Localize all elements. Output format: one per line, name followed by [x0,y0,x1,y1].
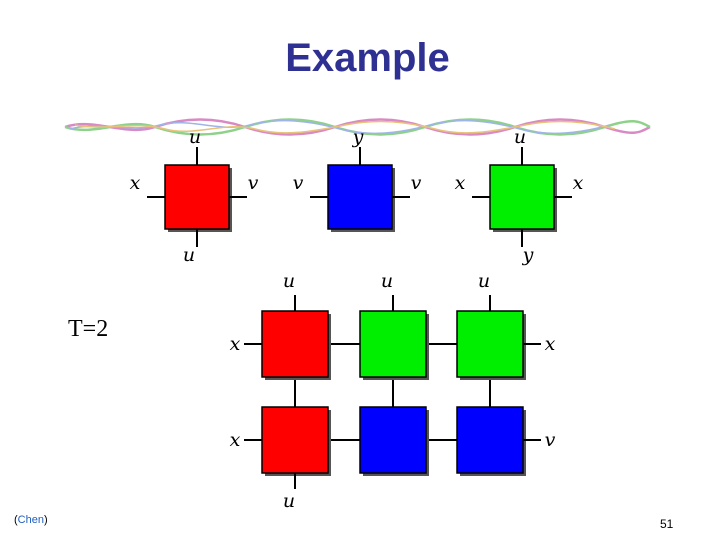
glue-label-top: y [352,126,364,148]
source-credit: (Chen) [14,514,48,526]
glue-label-bottom: y [522,244,534,266]
tile-green-3: u y x x [455,126,584,266]
grid-label-left: x [230,429,241,451]
assembled-grid: u u u x x x v u [230,270,556,512]
tile-blue-2: y v v [293,126,422,232]
slide-title: Example [285,36,450,80]
credit-name: Chen [17,514,44,526]
tile-square [261,310,329,378]
glue-label-left: x [455,172,466,194]
tile-square [359,406,427,474]
tile-square [164,164,230,230]
glue-label-right: v [411,172,422,194]
grid-label-top: u [478,270,490,292]
grid-label-left: x [230,333,241,355]
glue-label-right: v [248,172,259,194]
tile-square [456,310,524,378]
glue-label-bottom: u [183,244,195,266]
tile-square [489,164,555,230]
grid-tile-blue [456,406,526,476]
glue-label-top: u [514,126,526,148]
grid-tile-blue [359,406,429,476]
grid-label-right: x [545,333,556,355]
grid-label-top: u [381,270,393,292]
top-tile-set: u u x v y v v u y x x [130,126,584,266]
dna-strand-decoration [64,118,651,136]
tile-square [456,406,524,474]
glue-label-top: u [189,126,201,148]
grid-tile-red [261,310,331,380]
grid-label-top: u [283,270,295,292]
tile-red-1: u u x v [130,126,259,266]
grid-tile-green [456,310,526,380]
time-step-label: T=2 [68,316,109,342]
tile-square [261,406,329,474]
grid-label-bottom: u [283,490,295,512]
grid-label-right: v [545,429,556,451]
glue-label-left: v [293,172,304,194]
tile-square [327,164,393,230]
grid-tile-green [359,310,429,380]
page-number: 51 [660,517,674,531]
tile-square [359,310,427,378]
glue-label-right: x [573,172,584,194]
glue-label-left: x [130,172,141,194]
grid-tile-red [261,406,331,476]
